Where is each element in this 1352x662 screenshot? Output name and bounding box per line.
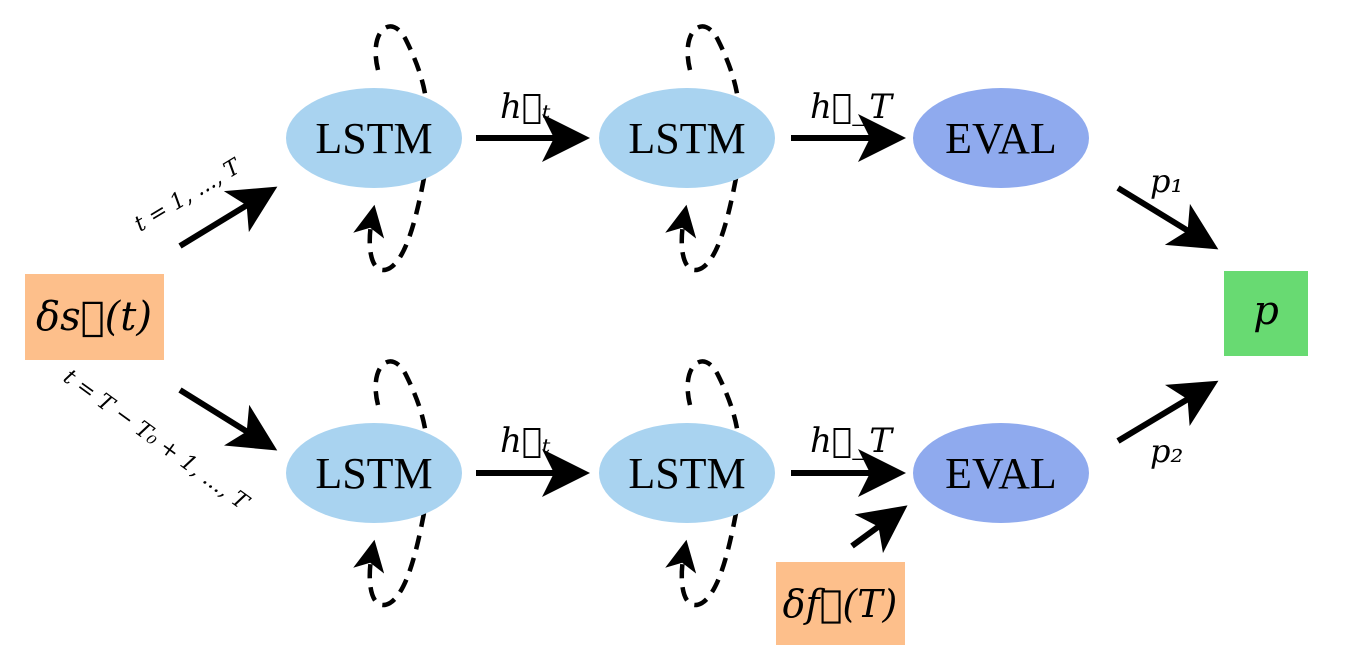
top-lstm2-label: LSTM (628, 114, 745, 163)
bottom-input-edge-label: t = T − T₀ + 1, ..., T (58, 365, 254, 517)
bottom-lstm2-loop-lower (665, 512, 739, 608)
top-input-arrow (178, 186, 278, 249)
top-eval-node (913, 88, 1089, 188)
top-hT-label: h⃗_T (810, 87, 894, 127)
top-lstm2-loop-upper (685, 24, 741, 101)
top-ht-label: h⃗ₜ (500, 87, 551, 127)
top-lstm1-loop-upper (373, 24, 429, 101)
input-box (25, 274, 164, 360)
bottom-lstm2-label: LSTM (628, 449, 745, 498)
extra-input-label: δf⃗(T) (783, 582, 898, 626)
top-eval-label: EVAL (945, 114, 1057, 163)
extra-input-arrow (850, 505, 908, 554)
bottom-hT-label: h⃗_T (810, 421, 894, 461)
input-label: δs⃗(t) (36, 294, 152, 340)
extra-input-box (776, 562, 905, 645)
top-lstm2-node (599, 88, 775, 188)
bottom-ht-label: h⃗ₜ (500, 421, 551, 461)
p1-label: p₁ (1150, 162, 1183, 200)
bottom-input-arrow (178, 387, 278, 451)
bottom-lstm1-loop-lower (353, 512, 427, 608)
bottom-lstm1-loop-upper (373, 359, 429, 436)
bottom-eval-node (913, 423, 1089, 523)
bottom-lstm2-node (599, 423, 775, 523)
output-box (1224, 271, 1308, 356)
top-lstm1-node (286, 88, 462, 188)
top-lstm1-label: LSTM (315, 114, 432, 163)
bottom-lstm1-label: LSTM (315, 449, 432, 498)
top-lstm1-loop-lower (353, 177, 427, 273)
bottom-eval-label: EVAL (945, 449, 1057, 498)
bottom-lstm2-loop-upper (685, 359, 741, 436)
output-label: p (1253, 288, 1279, 334)
p2-label: p₂ (1150, 432, 1183, 470)
bottom-lstm1-node (286, 423, 462, 523)
p2-arrow (1116, 380, 1219, 444)
top-input-edge-label: t = 1, ..., T (130, 153, 247, 237)
p1-arrow (1116, 185, 1219, 250)
top-lstm2-loop-lower (665, 177, 739, 273)
